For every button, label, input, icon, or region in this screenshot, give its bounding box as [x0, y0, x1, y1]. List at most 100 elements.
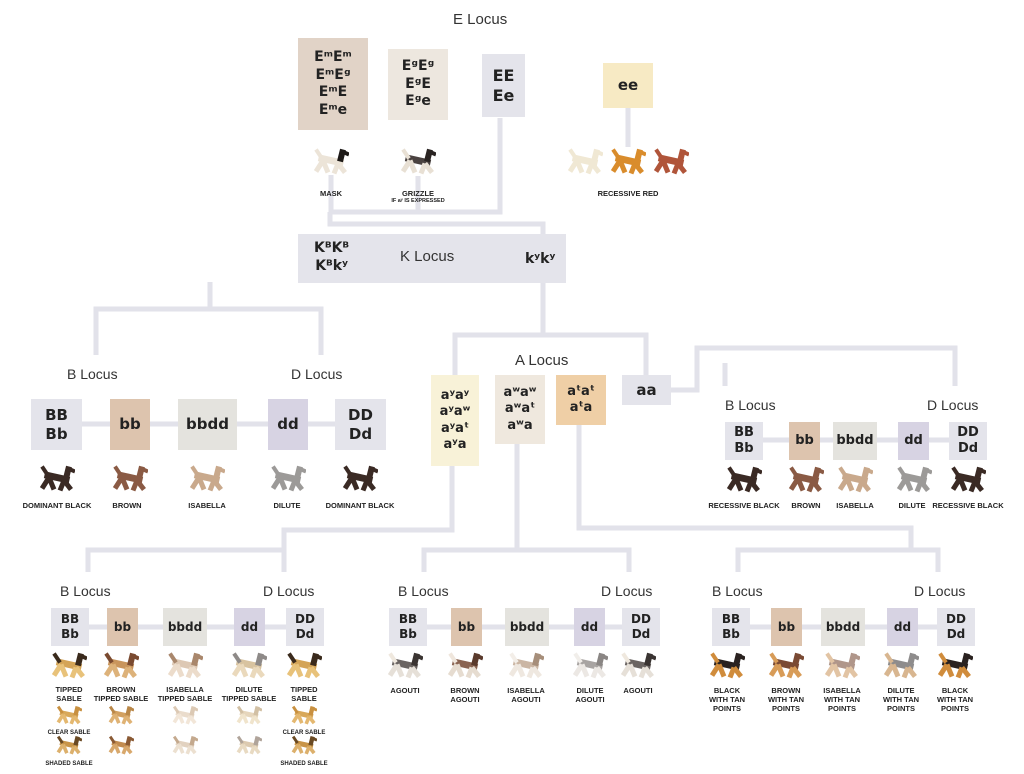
- tan-points-genotype-box: aᵗaᵗ aᵗa: [556, 375, 606, 425]
- genotype: BB: [721, 612, 741, 626]
- dog-icon-recessive-black: [726, 464, 763, 499]
- kb-dense-genotype-box: DD Dd: [335, 399, 386, 450]
- genotype: aʷaᵗ: [504, 401, 536, 417]
- dog-silhouette-icon: [387, 652, 424, 679]
- recessive-e-genotype-box: ee: [603, 63, 653, 108]
- genotype: aʸaᵗ: [440, 420, 469, 436]
- caption-isabella-agouti: ISABELLA AGOUTI: [506, 686, 546, 704]
- dog-silhouette-icon: [236, 735, 263, 755]
- caption-tipped-sable: TIPPED SABLE: [52, 685, 86, 703]
- tan-isabella-genotype-box: bbdd: [821, 608, 865, 646]
- caption-isabella-tipped-sable: ISABELLA TIPPED SABLE: [157, 685, 213, 703]
- a-locus-title: A Locus: [515, 352, 569, 369]
- genotype: bb: [457, 619, 476, 634]
- caption-black-with-tan-points: BLACK WITH TAN POINTS: [704, 686, 750, 713]
- dog-silhouette-icon: [400, 148, 437, 175]
- caption-text: BLACK WITH TAN POINTS: [708, 686, 746, 713]
- genotype: bbdd: [509, 619, 545, 634]
- kb-black-genotype-box: BB Bb: [31, 399, 82, 450]
- genotype: Bb: [45, 424, 68, 443]
- tan-brown-genotype-box: bb: [771, 608, 802, 646]
- agouti-isabella-genotype-box: bbdd: [505, 608, 549, 646]
- caption-shaded-sable: SHADED SABLE: [45, 761, 93, 767]
- agouti-d-locus-title: D Locus: [601, 583, 653, 599]
- kb-dilute-genotype-box: dd: [268, 399, 308, 450]
- caption-isabella-with-tan-points: ISABELLA WITH TAN POINTS: [814, 686, 870, 713]
- tan-dilute-genotype-box: dd: [887, 608, 918, 646]
- dog-silhouette-icon: [567, 148, 604, 175]
- genotype: EᵍE: [405, 75, 431, 92]
- genotype: BB: [60, 612, 80, 626]
- agouti-brown-genotype-box: bb: [451, 608, 482, 646]
- genotype: dd: [240, 619, 259, 634]
- dog-icon-agouti: [620, 650, 657, 685]
- genotype: dd: [904, 432, 923, 448]
- aa-dilute-genotype-box: dd: [898, 422, 929, 460]
- caption-brown-with-tan-points: BROWN WITH TAN POINTS: [761, 686, 811, 713]
- dog-icon-dilute: [270, 463, 307, 498]
- genotype: Kᴮkʸ: [315, 258, 348, 275]
- genotype: DD: [946, 612, 966, 626]
- agouti-b-locus-title: B Locus: [398, 583, 449, 599]
- sable-isabella-genotype-box: bbdd: [163, 608, 207, 646]
- caption-text: ISABELLA TIPPED SABLE: [157, 685, 213, 703]
- caption-text: ISABELLA AGOUTI: [507, 686, 545, 704]
- genotype: aʸaʸ: [440, 388, 470, 403]
- dog-silhouette-icon: [108, 705, 135, 725]
- caption-agouti: AGOUTI: [390, 686, 420, 695]
- dog-silhouette-icon: [572, 652, 609, 679]
- genotype: Bb: [61, 627, 79, 641]
- caption-brown: BROWN: [791, 501, 821, 510]
- caption-black-with-tan-points: BLACK WITH TAN POINTS: [932, 686, 978, 713]
- dog-silhouette-icon: [342, 465, 379, 492]
- dog-icon-tipped-sable: [51, 650, 88, 685]
- genotype: EE: [492, 65, 515, 85]
- caption-clear-sable: CLEAR SABLE: [47, 730, 91, 736]
- dog-icon-dilute-with-tan-points: [883, 650, 920, 685]
- k-dominant-genotypes: KᴮKᴮ Kᴮkʸ: [314, 239, 349, 275]
- sable-brown-genotype-box: bb: [107, 608, 138, 646]
- dog-icon-shaded-brown-sable: [108, 734, 135, 761]
- dog-icon-shaded-sable: [56, 734, 83, 761]
- genotype: bbdd: [186, 415, 229, 434]
- caption-brown-agouti: BROWN AGOUTI: [448, 686, 482, 704]
- dog-icon-clear-dilute-sable: [236, 704, 263, 731]
- dog-silhouette-icon: [103, 652, 140, 679]
- genotype: BB: [734, 424, 754, 440]
- dog-icon-clear-brown-sable: [108, 704, 135, 731]
- kb-brown-genotype-box: bb: [110, 399, 150, 450]
- dog-silhouette-icon: [937, 652, 974, 679]
- caption-text: ISABELLA WITH TAN POINTS: [823, 686, 861, 713]
- dog-icon-shaded-sable: [291, 734, 318, 761]
- genotype: Dd: [295, 627, 315, 641]
- dog-icon-brown-agouti: [447, 650, 484, 685]
- caption-grizzle-note: IF aʸ IS EXPRESSED: [391, 198, 445, 204]
- sable-b-locus-title: B Locus: [60, 583, 111, 599]
- sable-black-genotype-box: BB Bb: [51, 608, 89, 646]
- genotype: DD: [295, 612, 315, 626]
- dog-silhouette-icon: [236, 705, 263, 725]
- aa-brown-genotype-box: bb: [789, 422, 820, 460]
- sable-genotype-box: aʸaʸ aʸaʷ aʸaᵗ aʸa: [431, 375, 479, 466]
- dog-icon-isabella-tipped-sable: [167, 650, 204, 685]
- dog-icon-clear-sable: [56, 704, 83, 731]
- e-locus-title: E Locus: [453, 11, 508, 28]
- caption-recessive-red: RECESSIVE RED: [597, 189, 659, 198]
- genotype: Ee: [492, 85, 515, 105]
- genotype: Dd: [946, 627, 966, 641]
- genotype: KᴮKᴮ: [314, 240, 350, 256]
- genotype: aʷa: [507, 417, 533, 433]
- dog-silhouette-icon: [709, 652, 746, 679]
- tan-dense-genotype-box: DD Dd: [937, 608, 975, 646]
- dog-icon-brown: [788, 464, 825, 499]
- genotype: bbdd: [825, 619, 861, 634]
- dog-silhouette-icon: [167, 652, 204, 679]
- genotype: EᵐEᵍ: [315, 66, 351, 83]
- caption-isabella: ISABELLA: [188, 501, 226, 510]
- caption-shaded-sable: SHADED SABLE: [280, 761, 328, 767]
- agouti-dense-genotype-box: DD Dd: [622, 608, 660, 646]
- genotype: dd: [580, 619, 599, 634]
- dog-icon-isabella-agouti: [508, 650, 545, 685]
- dog-silhouette-icon: [950, 466, 987, 493]
- caption-text: BROWN TIPPED SABLE: [93, 685, 149, 703]
